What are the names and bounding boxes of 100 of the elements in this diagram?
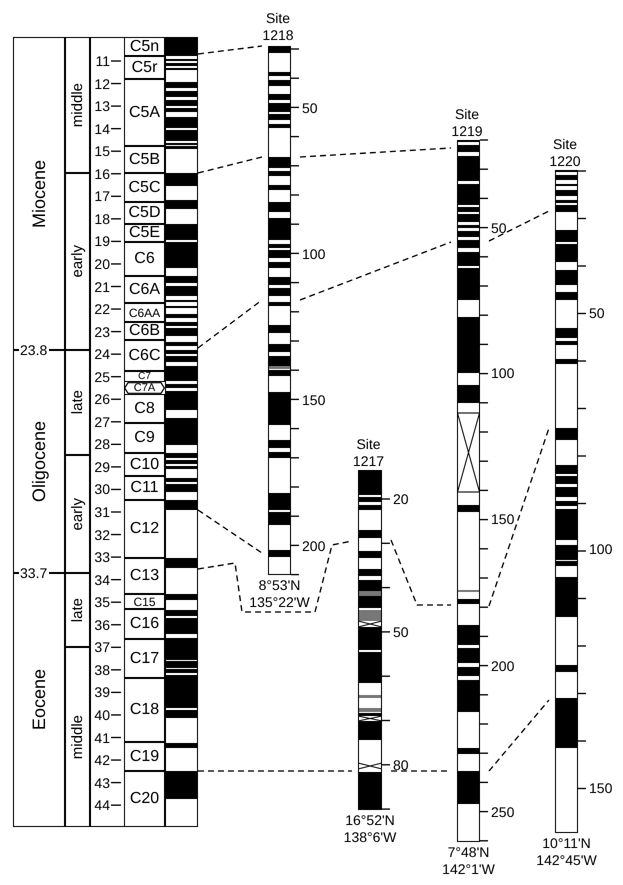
chron-label: C6AA [128, 306, 160, 318]
chron-label: C6A [128, 282, 160, 298]
age-label: 38 [93, 662, 110, 678]
chron-label: C7A [132, 382, 156, 394]
chron-box [124, 678, 165, 742]
depth-label: 50 [589, 305, 605, 321]
age-label: 44 [93, 797, 110, 814]
chron-label: C12 [130, 521, 160, 537]
age-label: 13 [93, 98, 110, 114]
coordinates-label: 10°11'N 142°45'W [535, 835, 598, 869]
chron-label: C5C [128, 180, 160, 196]
depth-label: 100 [302, 246, 326, 262]
correlation-line [198, 156, 262, 174]
subepoch-box [65, 37, 90, 173]
chron-label: C11 [130, 480, 159, 496]
age-label: 15 [93, 143, 110, 160]
age-label: 40 [93, 706, 110, 723]
correlation-line [488, 700, 550, 772]
depth-label: 50 [491, 220, 507, 236]
site-column [262, 10, 300, 575]
age-label: 21 [93, 278, 110, 294]
correlation-line [488, 210, 550, 242]
chron-label: C7 [138, 372, 151, 382]
epoch-label: Eocene [30, 668, 48, 730]
chron-label: C6C [128, 348, 160, 364]
site-heading: Site 1218 [261, 10, 295, 44]
depth-label: 200 [302, 538, 326, 554]
depth-label: 20 [393, 491, 409, 507]
polarity-column [165, 37, 198, 827]
age-label: 32 [93, 526, 110, 543]
chron-label: C6 [134, 251, 155, 267]
age-label: 41 [93, 730, 110, 746]
age-label: 16 [93, 166, 110, 182]
chron-box [124, 558, 165, 594]
age-label: 37 [93, 639, 110, 656]
age-label: 42 [93, 752, 110, 768]
chron-label: C5n [130, 38, 160, 54]
subepoch-box [65, 573, 90, 647]
chron-box [124, 340, 165, 371]
age-label: 20 [93, 256, 110, 272]
chron-label: C5r [132, 60, 158, 76]
chron-box [124, 37, 165, 56]
subepoch-label: late [70, 598, 85, 622]
subepoch-box [65, 455, 90, 573]
chron-label: C9 [134, 430, 155, 446]
depth-label: 150 [589, 780, 612, 796]
correlation-line [198, 45, 262, 55]
age-label: 19 [93, 233, 110, 250]
site-heading: Site 1217 [352, 436, 386, 470]
age-label: 36 [93, 616, 110, 633]
age-label: 12 [93, 76, 110, 92]
chron-label: C8 [134, 400, 155, 416]
age-label: 29 [93, 458, 110, 475]
epoch-label: Miocene [30, 160, 48, 228]
chron-label: C5A [128, 104, 160, 120]
chron-box [124, 639, 165, 678]
chron-label: C17 [130, 650, 160, 666]
age-label: 22 [93, 301, 110, 318]
depth-label: 150 [302, 392, 326, 408]
chron-box [124, 594, 165, 609]
depth-label: 80 [393, 757, 409, 773]
depth-label: 150 [491, 511, 514, 527]
age-label: 11 [94, 53, 110, 69]
depth-label: 100 [589, 541, 612, 557]
subepoch-box [65, 173, 90, 350]
chron-label: C18 [130, 702, 160, 718]
site-column [352, 436, 391, 810]
age-label: 35 [93, 594, 110, 610]
chron-label: C5D [128, 205, 160, 221]
chron-box [124, 423, 165, 453]
subepoch-label: early [70, 498, 85, 530]
age-label: 14 [93, 120, 110, 137]
site-column [451, 106, 489, 842]
chron-label: C5E [128, 225, 160, 241]
chron-label: C10 [130, 456, 160, 472]
subepoch-label: early [70, 245, 85, 278]
chron-box [124, 500, 165, 558]
chron-label: C15 [133, 596, 156, 608]
subepoch-label: middle [70, 714, 85, 760]
chron-box [124, 476, 165, 500]
age-label: 30 [93, 481, 110, 498]
chron-label: C13 [130, 568, 160, 584]
coordinates-label: 8°53'N 135°22'W [248, 577, 311, 611]
epoch-label: Oligocene [30, 420, 48, 502]
age-label: 33 [93, 549, 110, 566]
chron-box [124, 146, 165, 173]
chron-box [124, 202, 165, 224]
subepoch-label: late [70, 390, 85, 415]
boundary-age-label: 33.7 [20, 565, 48, 581]
depth-label: 100 [491, 365, 514, 381]
coordinates-label: 16°52'N 138°6'W [342, 812, 398, 846]
chron-box [124, 303, 165, 322]
chron-label: C6B [128, 323, 160, 339]
age-label: 25 [93, 368, 110, 385]
age-label: 17 [93, 188, 110, 204]
age-label: 24 [93, 346, 110, 362]
age-label: 18 [93, 210, 110, 227]
depth-label: 50 [302, 100, 318, 116]
correlation-line [198, 770, 352, 772]
age-label: 43 [93, 774, 110, 791]
